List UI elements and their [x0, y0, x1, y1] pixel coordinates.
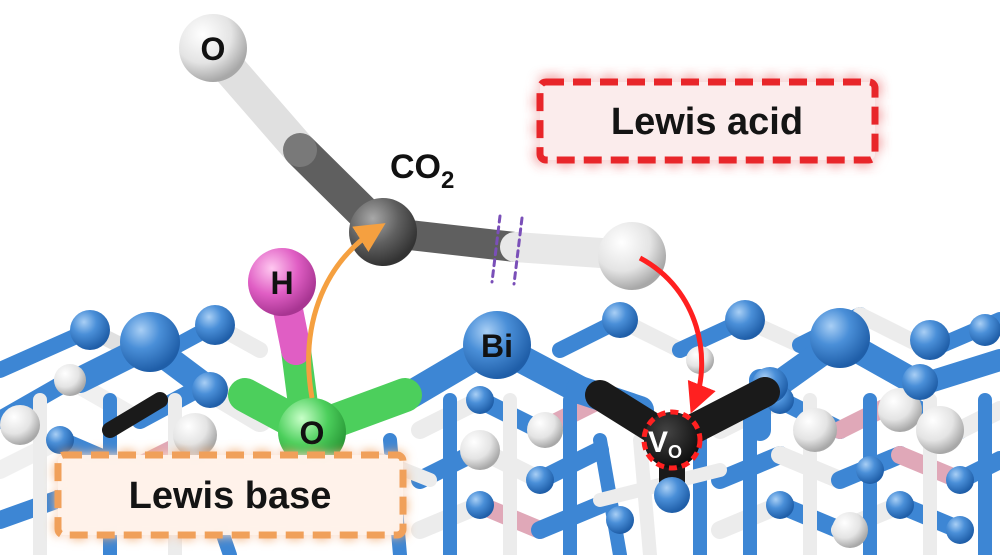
surface-atom-right — [810, 308, 870, 368]
dark-bond-left — [102, 392, 168, 438]
co2-molecule: O — [179, 14, 666, 290]
lattice-mid-atoms — [0, 386, 974, 548]
vacancy-lower-atom — [654, 477, 690, 513]
surface-oxygen-label: O — [300, 415, 325, 451]
oxygen-vacancy: VO — [641, 409, 703, 471]
bismuth-label: Bi — [481, 328, 513, 364]
co2-oxygen-label: O — [201, 31, 226, 67]
lewis-acid-box: Lewis acid — [536, 78, 879, 164]
bismuth-atom: Bi — [463, 311, 531, 379]
co2-right-oxygen — [598, 222, 666, 290]
hydrogen-label: H — [270, 265, 293, 301]
surface-atom-left — [120, 312, 180, 372]
co2-carbon — [349, 198, 417, 266]
bond-break-mark-2 — [512, 216, 524, 286]
vacancy-label: VO — [648, 426, 682, 462]
hydroxyl-group: H O — [228, 248, 422, 466]
lewis-base-label: Lewis base — [129, 475, 332, 517]
lewis-base-box: Lewis base — [54, 451, 407, 539]
hydrogen-atom — [248, 248, 316, 316]
co2-formula-label: CO2 — [390, 148, 454, 194]
oxygen-to-vacancy-arrow — [638, 255, 716, 414]
lattice-back-atoms — [54, 300, 1000, 396]
co2-upper-oxygen — [179, 14, 247, 82]
surface-oxygen-atom — [278, 398, 346, 466]
base-to-carbon-arrow — [306, 223, 386, 399]
bond-break-mark-1 — [490, 214, 502, 284]
lewis-acid-label: Lewis acid — [611, 101, 803, 143]
